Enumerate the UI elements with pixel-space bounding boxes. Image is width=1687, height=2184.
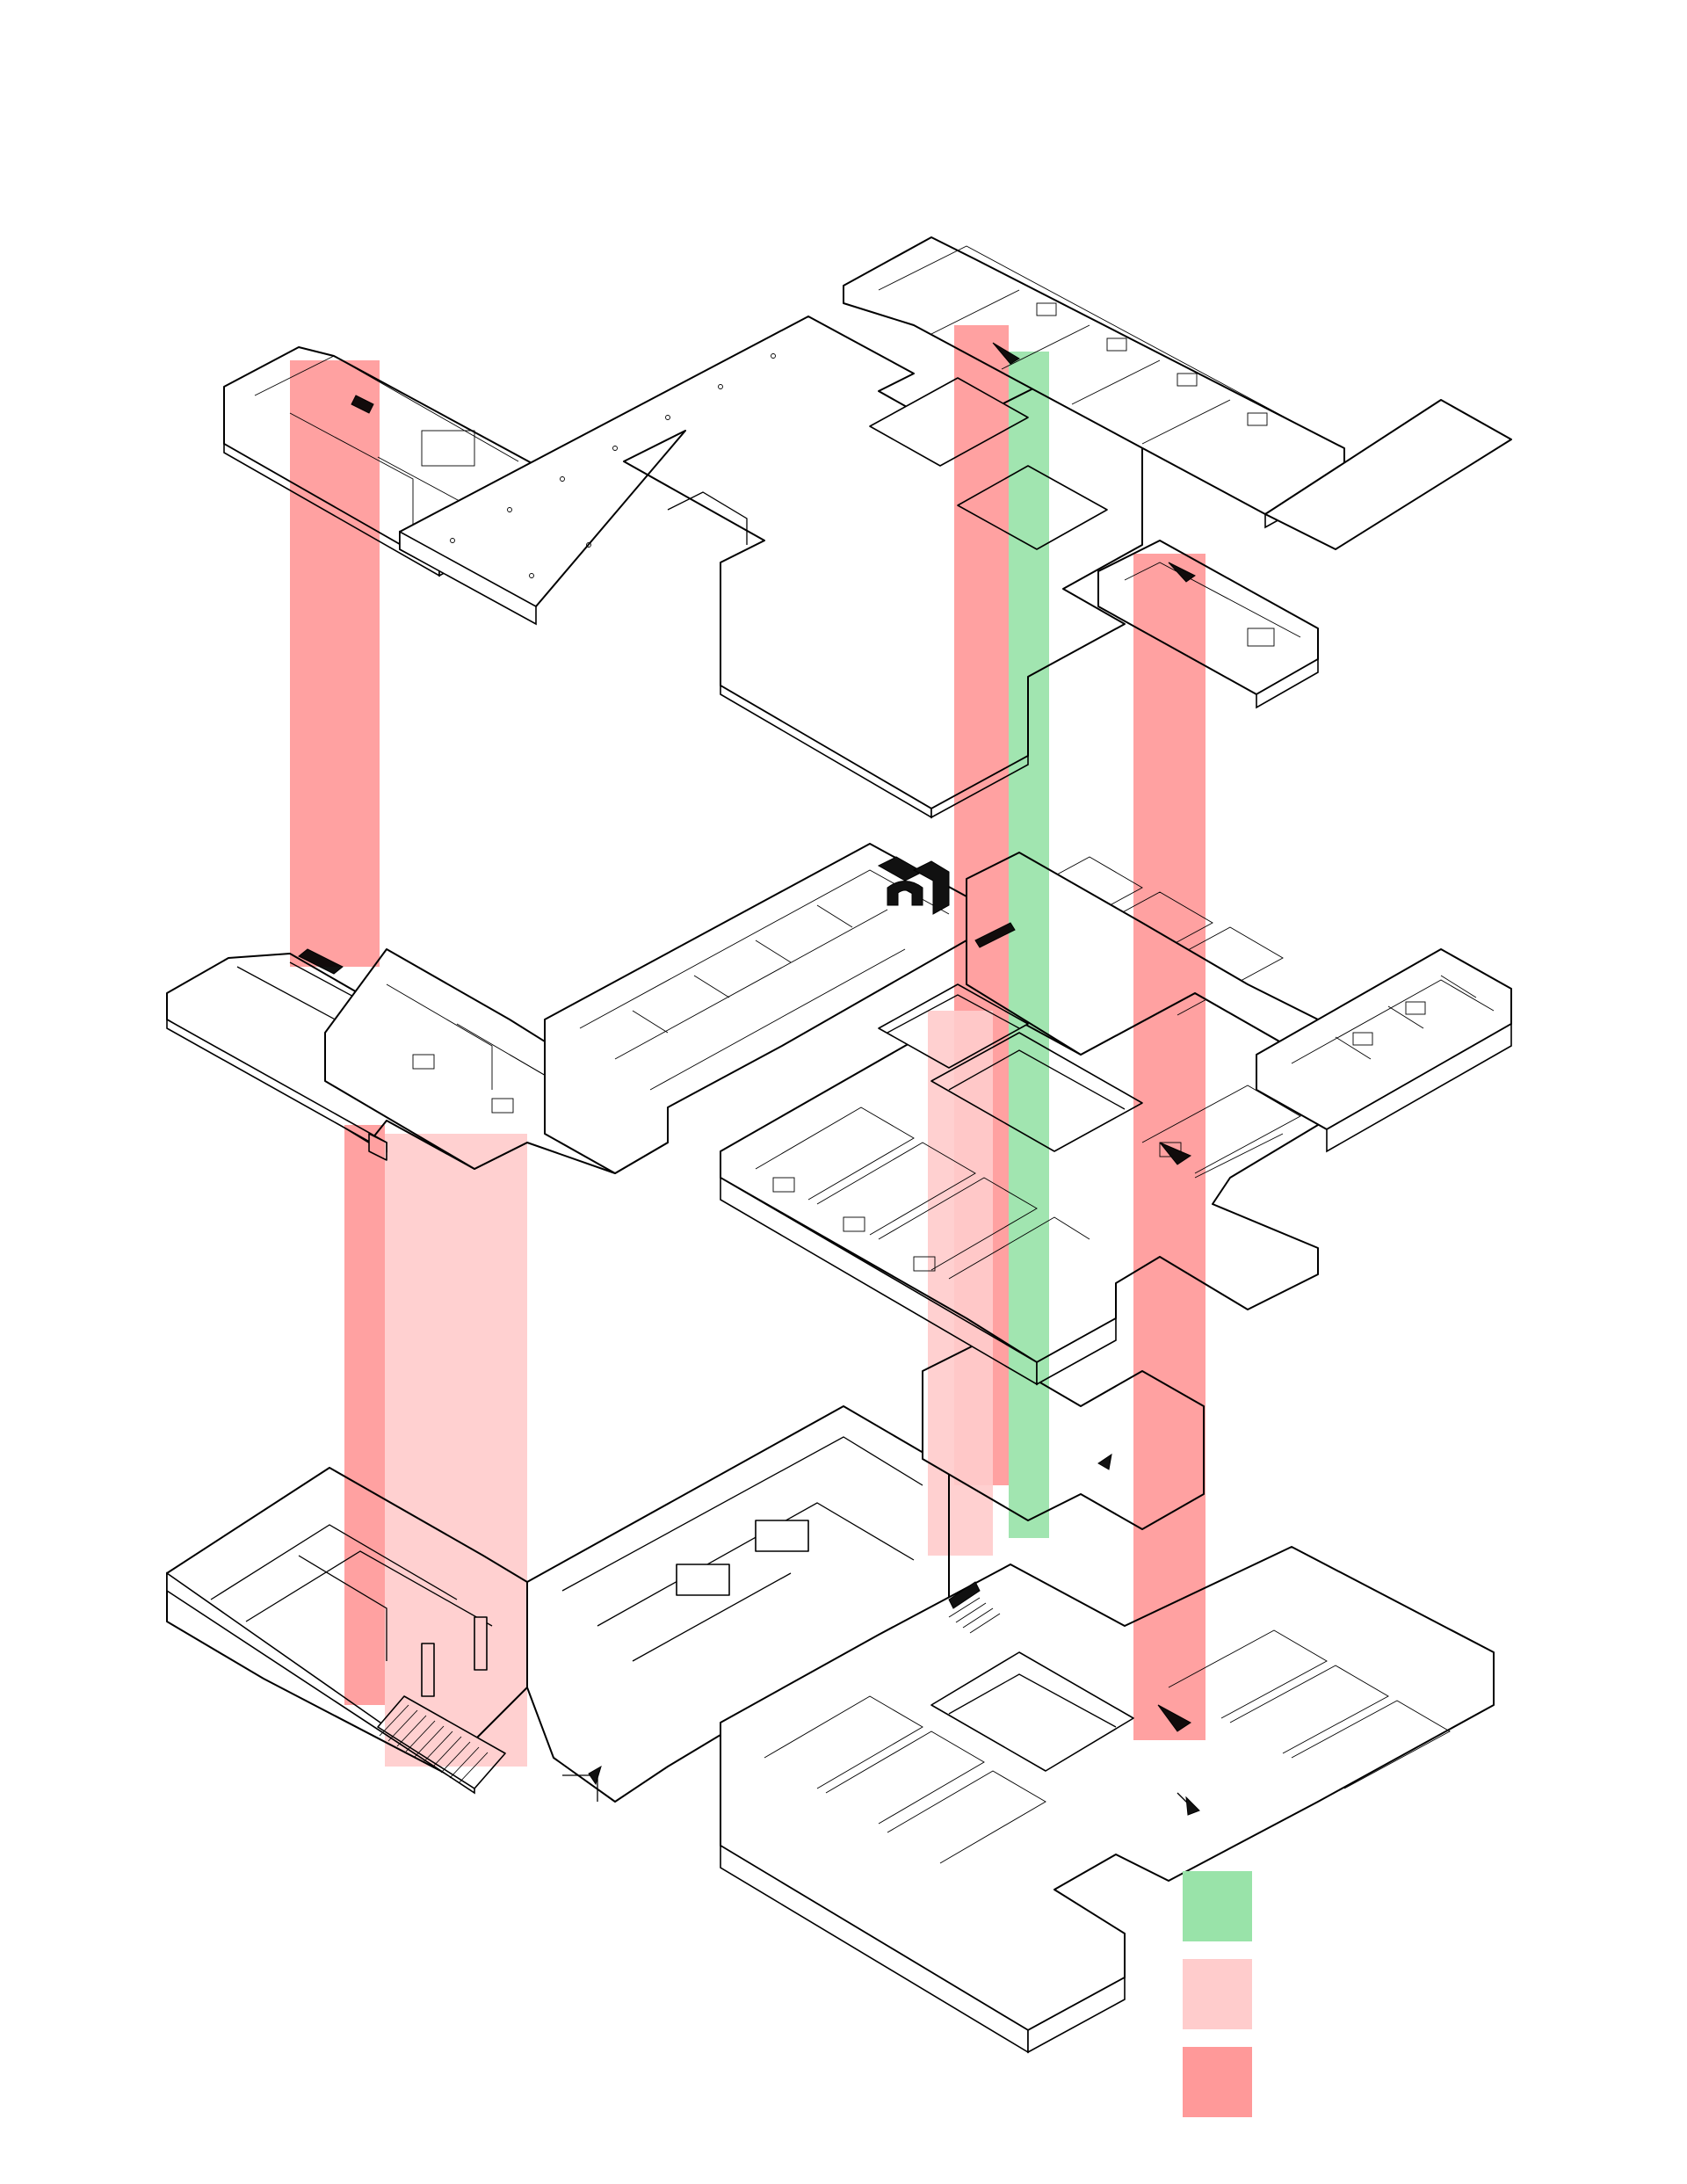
shaft-left-entrance-hall [385, 1134, 527, 1767]
legend-swatch-light-red [1183, 1959, 1252, 2029]
shaft-center-lift [1009, 352, 1049, 1538]
first-floor-dark-core [877, 856, 950, 915]
legend-swatch-green [1183, 1871, 1252, 1941]
legend-swatch-red [1183, 2047, 1252, 2117]
shaft-top-left-stair [290, 360, 380, 967]
entrance-arrow-marker [562, 1453, 1200, 1816]
shaft-left-entrance-stair [344, 1125, 385, 1705]
second-floor-plan [223, 236, 1512, 819]
stair-ground-center [948, 1597, 1001, 1634]
shaft-courtyard-atrium [928, 1011, 993, 1556]
shaft-right-stair [1133, 554, 1206, 1740]
